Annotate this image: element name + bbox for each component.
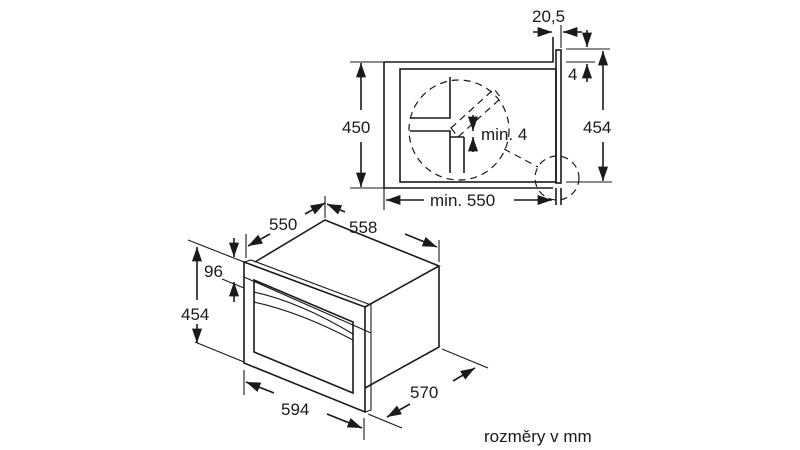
detail-circle-large — [408, 79, 510, 181]
depth-top-arrow-left — [247, 233, 271, 247]
height-label: 454 — [181, 305, 209, 324]
oven-side — [364, 266, 440, 389]
depth-label: 570 — [410, 383, 438, 402]
installation-section-view: min. 4 450 min. 550 20,5 4 454 — [342, 7, 612, 210]
door-handle — [253, 291, 354, 341]
oven-body-section — [399, 68, 557, 183]
front-panel-section — [555, 49, 562, 184]
width-arrow-right — [326, 413, 363, 429]
strip-label: 96 — [204, 262, 223, 281]
niche-depth-label: min. 550 — [430, 191, 495, 210]
panel-height-label: 454 — [583, 118, 611, 137]
oven-top — [254, 219, 441, 308]
depth-top-arrow-right — [304, 202, 326, 215]
panel-thickness-label: 20,5 — [532, 7, 565, 26]
niche-height-label: 450 — [342, 118, 370, 137]
gap-label: 4 — [568, 65, 577, 84]
depth-arrow-right — [452, 367, 476, 382]
width-arrow-left — [245, 381, 275, 394]
depth-top-label: 550 — [269, 215, 297, 234]
width-top-label: 558 — [349, 218, 377, 237]
detail-profile — [410, 77, 465, 173]
detail-link — [503, 148, 539, 168]
width-label: 594 — [281, 400, 309, 419]
width-top-arrow-left — [326, 203, 346, 215]
depth-arrow-left — [386, 403, 411, 418]
detail-circle-small — [534, 155, 580, 201]
door-window — [253, 278, 354, 395]
control-strip-line — [243, 276, 372, 334]
units-caption: rozměry v mm — [484, 427, 592, 446]
niche-outline — [383, 37, 554, 189]
clearance-label: min. 4 — [481, 125, 527, 144]
front-panel-edge — [243, 259, 372, 413]
oven-isometric-view: 550 558 96 454 594 570 — [181, 196, 489, 440]
detail-rotated-part — [450, 88, 502, 138]
panel-lower-stub — [555, 188, 562, 205]
width-top-arrow-right — [404, 233, 438, 248]
